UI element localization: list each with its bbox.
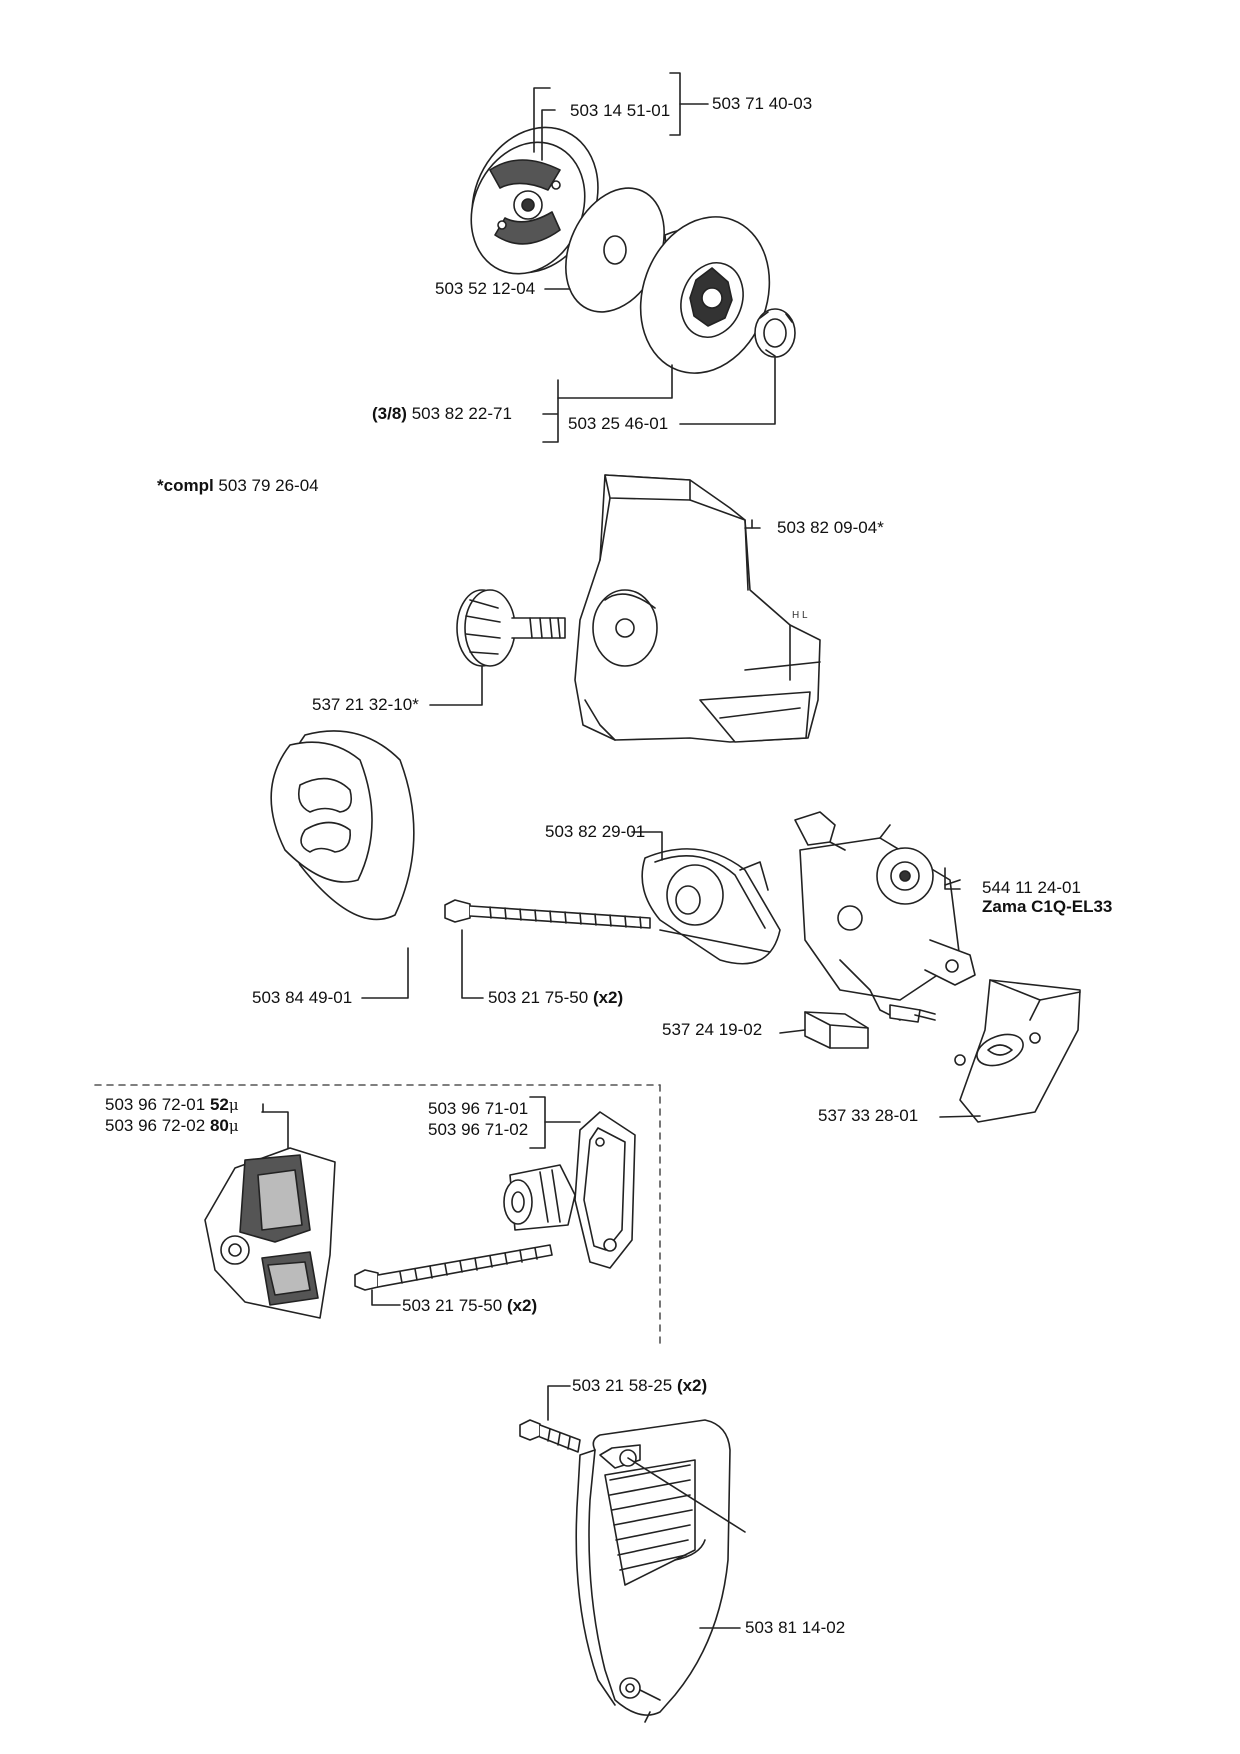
label-compl-bold: *compl bbox=[157, 476, 214, 495]
alt-holder-bracket-drawing bbox=[503, 1111, 636, 1269]
label-spacer-block: 537 24 19-02 bbox=[662, 1020, 763, 1039]
chain-cover-leader-lines bbox=[547, 1385, 746, 1723]
label-alt-filter-b: 503 96 72-02 80μ bbox=[105, 1116, 239, 1135]
label-air-filter: 503 84 49-01 bbox=[252, 988, 353, 1007]
label-clutch-drum: (3/8) 503 82 22-71 bbox=[372, 404, 512, 424]
clutch-drum-drawing bbox=[639, 216, 771, 374]
label-knob: 537 21 32-10* bbox=[312, 695, 419, 714]
label-clutch-assy: 503 71 40-03 bbox=[712, 94, 813, 113]
label-gasket: 537 33 28-01 bbox=[818, 1106, 919, 1125]
cover-leader-lines bbox=[429, 519, 761, 706]
label-clutch-shoe: 503 14 51-01 bbox=[570, 101, 671, 120]
label-compl: *compl 503 79 26-04 bbox=[157, 476, 319, 496]
alt-filter-holder-drawing bbox=[204, 1147, 336, 1319]
label-washer: 503 52 12-04 bbox=[435, 279, 536, 298]
label-alt-holder-b: 503 96 71-02 bbox=[428, 1120, 529, 1139]
alt-screw-drawing bbox=[354, 1244, 553, 1291]
label-alt-screw: 503 21 75-50 (x2) bbox=[402, 1296, 538, 1315]
cover-marks: H L bbox=[792, 610, 808, 621]
label-needle-bearing: 503 25 46-01 bbox=[568, 414, 669, 433]
label-cylinder-cover: 503 82 09-04* bbox=[777, 518, 884, 537]
spacer-block-drawing bbox=[804, 1011, 869, 1049]
alternative-section-divider bbox=[94, 1084, 661, 1346]
label-bracket: 503 82 29-01 bbox=[545, 822, 646, 841]
label-chain-cover-screw: 503 21 58-25 (x2) bbox=[572, 1376, 708, 1395]
label-carb-part: 544 11 24-01 bbox=[982, 878, 1081, 897]
alt-leader-lines bbox=[261, 1096, 581, 1306]
label-alt-filter-a: 503 96 72-01 52μ bbox=[105, 1095, 239, 1114]
gasket-drawing bbox=[954, 979, 1081, 1123]
label-alt-holder-a: 503 96 71-01 bbox=[428, 1099, 529, 1118]
bracket-drawing bbox=[641, 848, 781, 965]
label-chain-cover: 503 81 14-02 bbox=[745, 1618, 846, 1637]
needle-bearing-drawing bbox=[754, 308, 796, 358]
label-compl-part: 503 79 26-04 bbox=[218, 476, 319, 495]
air-filter-drawing bbox=[270, 730, 415, 921]
long-screw-drawing bbox=[444, 899, 651, 929]
cylinder-cover-drawing: H L bbox=[574, 474, 821, 743]
label-clutch-drum-part: 503 82 22-71 bbox=[411, 404, 512, 423]
adjustment-knob-drawing bbox=[456, 589, 566, 667]
chain-cover-screw-drawing bbox=[519, 1419, 581, 1453]
label-clutch-drum-size: (3/8) bbox=[372, 404, 407, 423]
carb-leader-lines bbox=[361, 831, 981, 1118]
clutch-leader-lines bbox=[533, 72, 776, 443]
label-carb-model: Zama C1Q-EL33 bbox=[982, 897, 1113, 916]
washer-drawing bbox=[565, 187, 665, 313]
chain-cover-drawing bbox=[575, 1419, 731, 1716]
carburetor-drawing bbox=[794, 811, 976, 1023]
label-long-screw: 503 21 75-50 (x2) bbox=[488, 988, 624, 1007]
